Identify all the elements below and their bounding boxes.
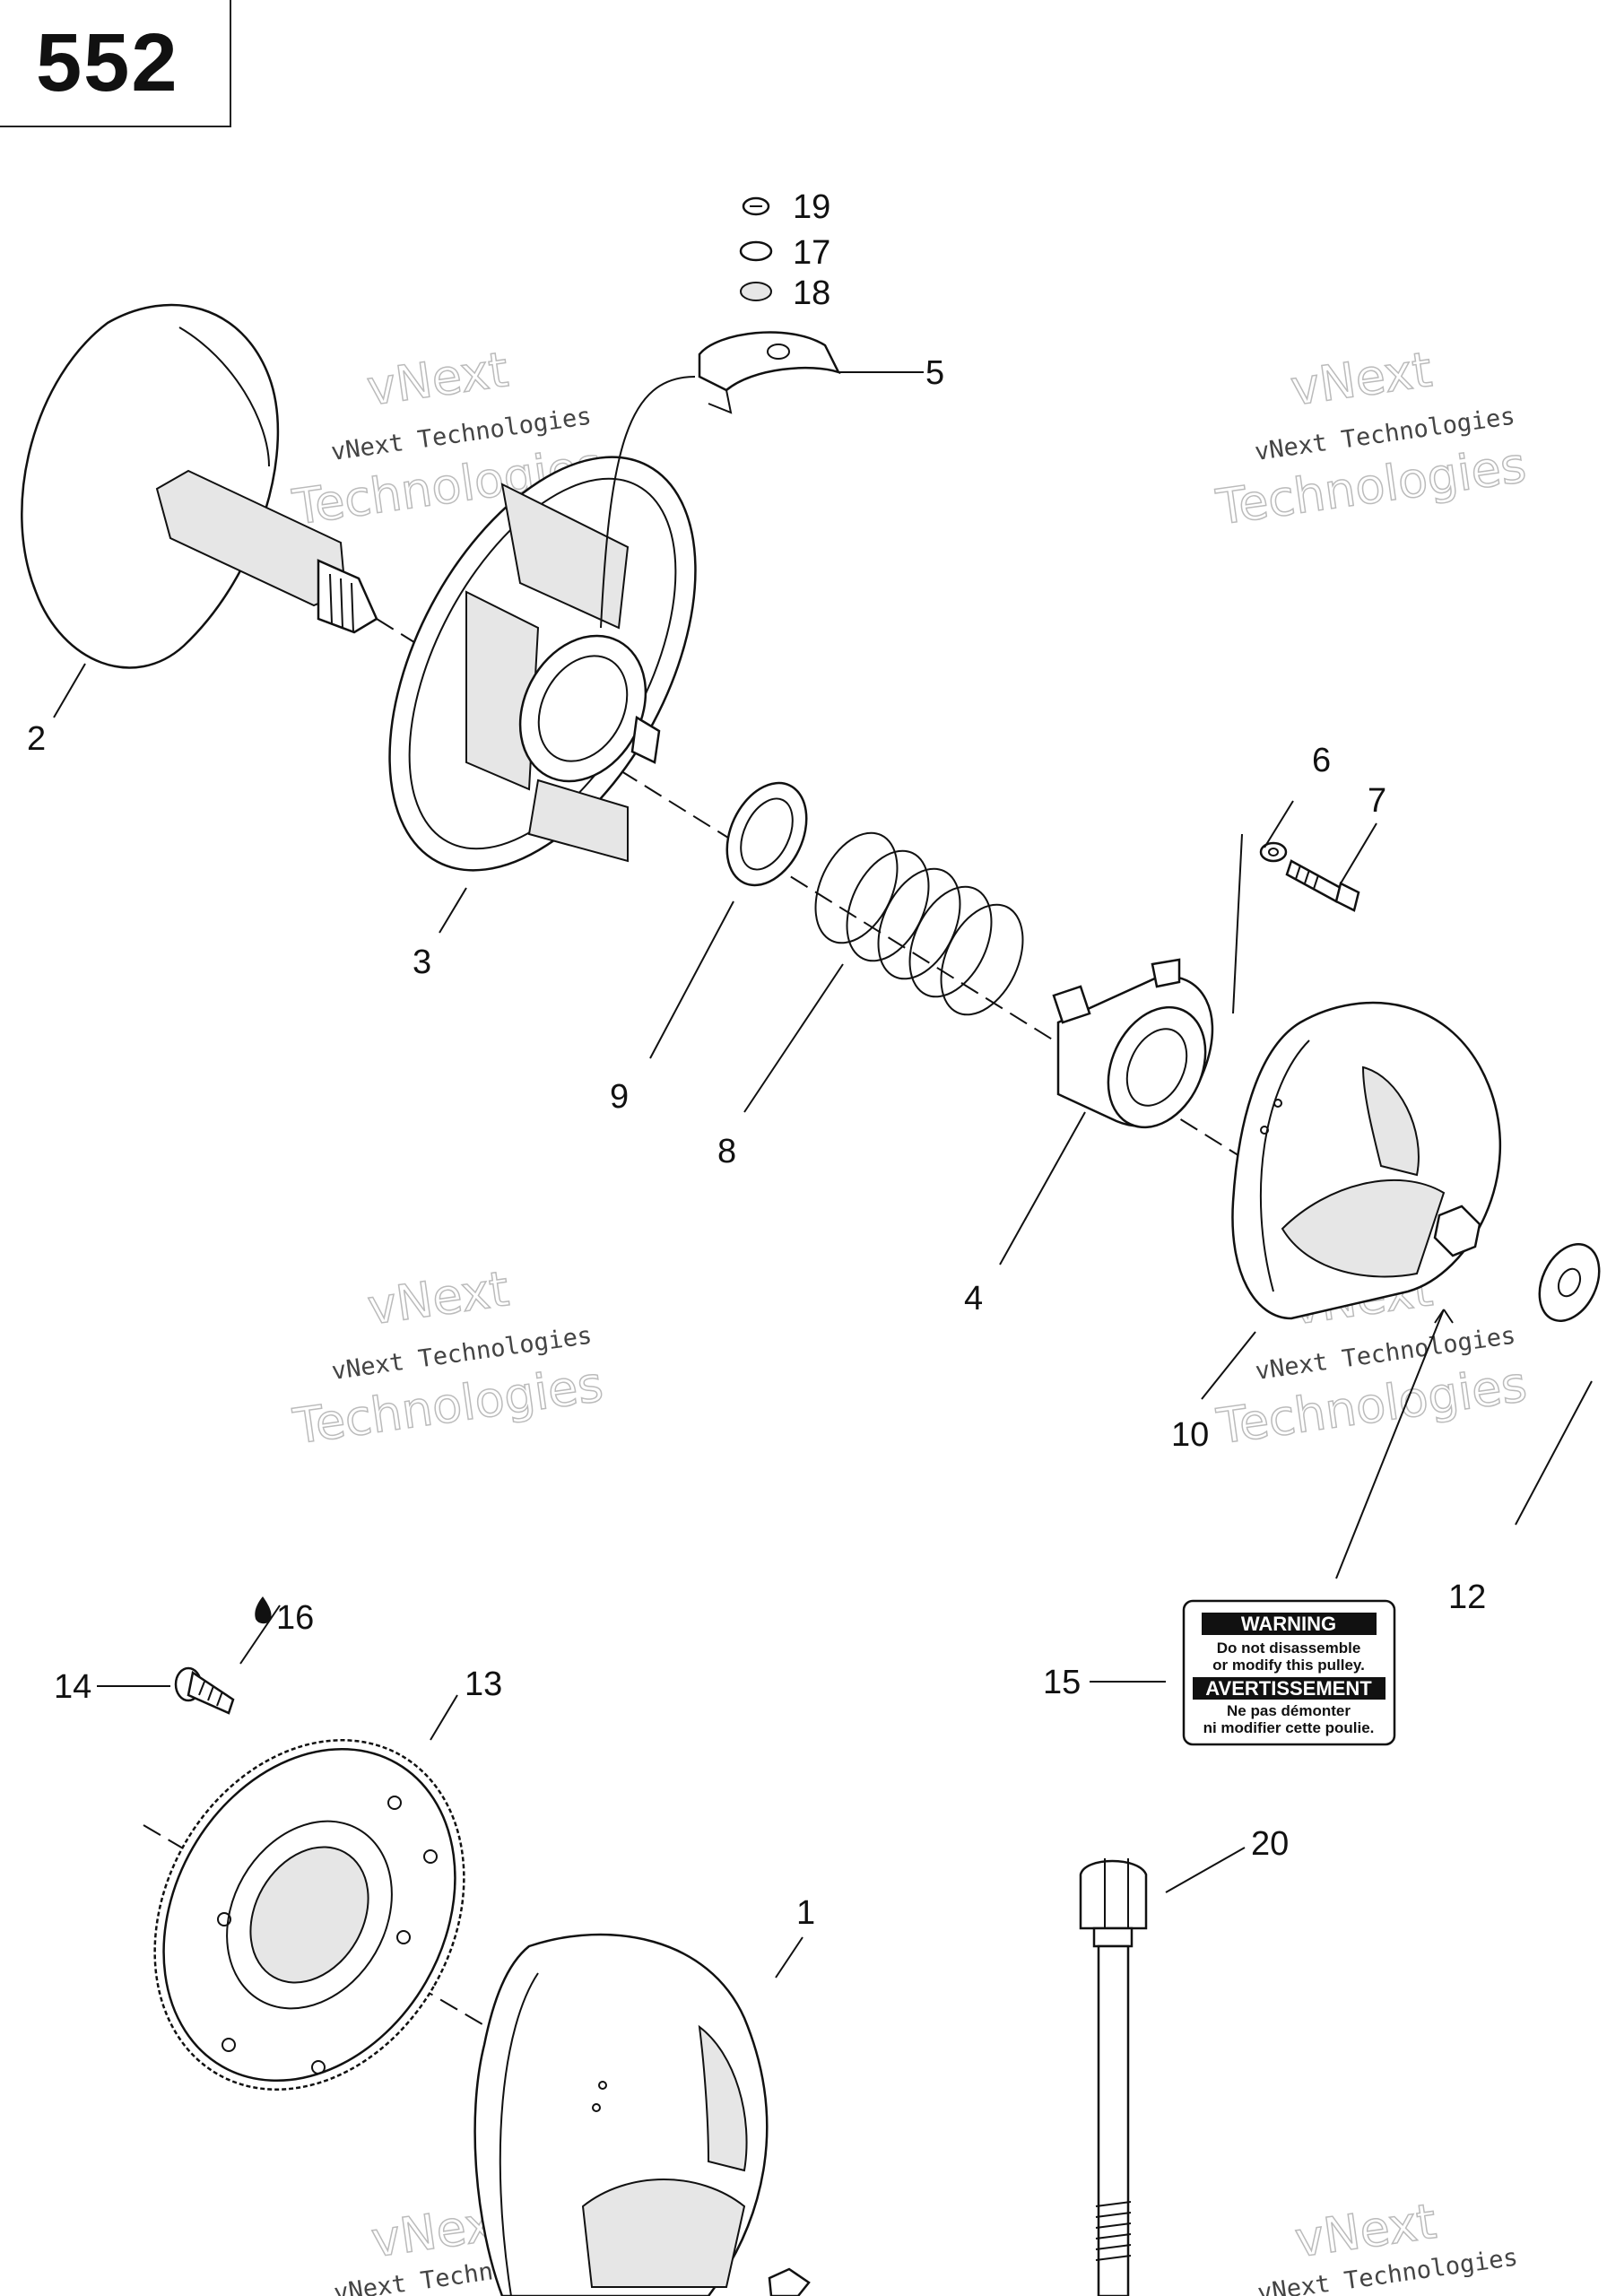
watermark-text: vNext xyxy=(363,341,511,416)
part-4-spider xyxy=(1052,958,1214,1129)
screw-position-line xyxy=(1232,833,1243,1014)
callout-5: 5 xyxy=(925,354,944,392)
callout-19: 19 xyxy=(793,188,830,226)
part-13-ring-gear xyxy=(153,1739,465,2091)
callout-16: 16 xyxy=(276,1599,314,1637)
part-8-spring xyxy=(814,831,1024,1016)
callout-14: 14 xyxy=(54,1668,91,1706)
loctite-drop-icon xyxy=(255,1596,272,1624)
warning-text-1: Do not disassemble xyxy=(1217,1639,1361,1657)
callout-8: 8 xyxy=(717,1133,736,1170)
part-3-movable-sheave xyxy=(388,456,697,872)
part-19-pad xyxy=(742,196,770,216)
watermark-text: vNext xyxy=(364,1260,512,1335)
watermark-bottom-right: vNext vNext Technologies xyxy=(1255,2192,1519,2296)
callout-18: 18 xyxy=(793,274,830,312)
callout-numbers: 1 2 3 4 5 6 7 8 9 10 12 13 14 15 16 17 1… xyxy=(27,188,1486,1932)
avertissement-heading: AVERTISSEMENT xyxy=(1205,1677,1372,1700)
part-17-pad xyxy=(739,240,773,262)
part-12-washer xyxy=(1538,1243,1601,1322)
callout-13: 13 xyxy=(465,1665,502,1703)
watermark-top-right: vNext vNext Technologies Technologies xyxy=(1212,340,1530,536)
avertissement-text-2: ni modifier cette poulie. xyxy=(1203,1719,1375,1736)
part-20-bolt xyxy=(1079,1858,1148,2296)
part-5-pointer xyxy=(600,376,696,629)
callout-17: 17 xyxy=(793,234,830,272)
watermark-mid-left: vNext vNext Technologies Technologies xyxy=(289,1259,607,1456)
page-number-box: 552 xyxy=(0,0,231,127)
warning-text-2: or modify this pulley. xyxy=(1212,1657,1365,1674)
page-number: 552 xyxy=(36,17,179,109)
callout-2: 2 xyxy=(27,720,46,758)
part-10-cover xyxy=(1231,1001,1502,1320)
watermark-text: vNext xyxy=(1287,341,1435,416)
part-9-ring xyxy=(725,781,808,887)
avertissement-text-1: Ne pas démonter xyxy=(1227,1702,1351,1719)
part-6-washer xyxy=(1259,841,1288,863)
callout-3: 3 xyxy=(413,944,431,981)
callout-20: 20 xyxy=(1251,1825,1289,1863)
callout-4: 4 xyxy=(964,1280,983,1318)
part-15-warning-label: WARNING Do not disassemble or modify thi… xyxy=(1182,1599,1396,1746)
callout-10: 10 xyxy=(1171,1416,1209,1454)
part-1-drive-pulley xyxy=(473,1933,811,2296)
callout-6: 6 xyxy=(1312,742,1331,779)
part-5-slider-shoe xyxy=(698,331,924,414)
part-7-screw xyxy=(1285,859,1360,912)
part-18-pad xyxy=(740,282,772,301)
callout-15: 15 xyxy=(1043,1664,1081,1701)
callout-1: 1 xyxy=(796,1894,815,1932)
leader-lines xyxy=(53,663,1593,1979)
callout-9: 9 xyxy=(610,1078,629,1116)
callout-7: 7 xyxy=(1368,782,1386,820)
warning-heading: WARNING xyxy=(1241,1613,1336,1635)
callout-12: 12 xyxy=(1448,1578,1486,1616)
part-2-fixed-sheave xyxy=(21,303,378,669)
part-14-screw xyxy=(174,1666,235,1715)
